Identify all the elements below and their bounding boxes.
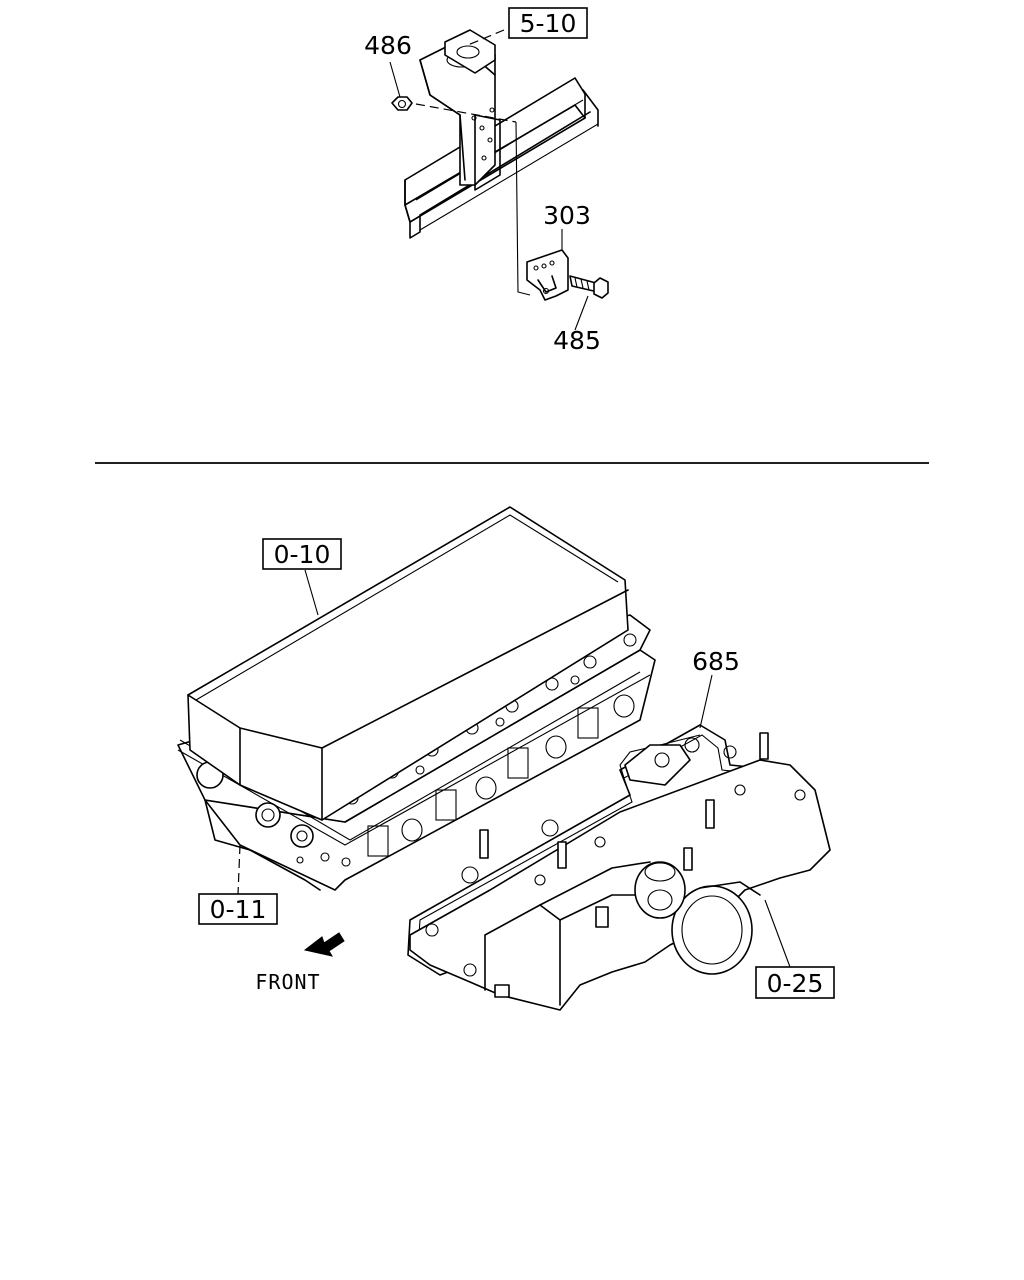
callout-485[interactable]: 485 bbox=[553, 326, 601, 355]
front-arrow-icon bbox=[303, 932, 345, 957]
callout-303[interactable]: 303 bbox=[543, 201, 591, 230]
ref-label-0-10: 0-10 bbox=[274, 540, 331, 569]
ref-label-5-10: 5-10 bbox=[520, 9, 577, 38]
callout-486[interactable]: 486 bbox=[364, 31, 412, 60]
bottom-leader-lines bbox=[237, 569, 791, 968]
top-leader-lines bbox=[389, 29, 589, 331]
ref-label-0-11: 0-11 bbox=[210, 895, 267, 924]
clip-303 bbox=[526, 249, 569, 301]
front-label: FRONT bbox=[255, 970, 320, 994]
ref-box-0-10[interactable]: 0-10 bbox=[262, 538, 342, 570]
ref-box-0-11[interactable]: 0-11 bbox=[198, 893, 278, 925]
intake-manifold bbox=[409, 732, 831, 1011]
nut-486 bbox=[391, 96, 413, 111]
callout-685[interactable]: 685 bbox=[692, 647, 740, 676]
ref-box-0-25[interactable]: 0-25 bbox=[755, 966, 835, 999]
mounting-bracket bbox=[419, 29, 501, 191]
ref-box-5-10[interactable]: 5-10 bbox=[508, 7, 588, 39]
cylinder-head-cover bbox=[187, 506, 629, 821]
bolt-485 bbox=[569, 275, 609, 299]
ref-label-0-25: 0-25 bbox=[767, 969, 824, 998]
